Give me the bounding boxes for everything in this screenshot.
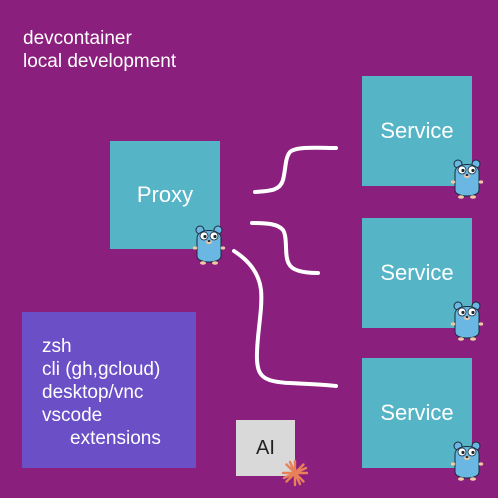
ai-box: AI bbox=[236, 420, 295, 476]
service-box-3: Service bbox=[362, 358, 472, 468]
tools-box: zsh cli (gh,gcloud) desktop/vnc vscode e… bbox=[22, 312, 196, 468]
service-label-2: Service bbox=[380, 260, 454, 285]
spark-icon bbox=[281, 459, 309, 487]
service-label-3: Service bbox=[380, 400, 454, 425]
service-box-2: Service bbox=[362, 218, 472, 328]
proxy-label: Proxy bbox=[136, 182, 194, 207]
service-label-1: Service bbox=[380, 118, 454, 143]
gopher-icon bbox=[450, 301, 484, 341]
gopher-icon bbox=[450, 441, 484, 481]
connector-proxy-service-1 bbox=[253, 145, 338, 194]
diagram-title: devcontainer local development bbox=[23, 27, 176, 73]
gopher-icon bbox=[450, 159, 484, 199]
tool-item-desktop: desktop/vnc bbox=[42, 382, 144, 403]
ai-label: AI bbox=[256, 436, 275, 459]
service-box-1: Service bbox=[362, 76, 472, 186]
title-line-1: devcontainer bbox=[23, 28, 132, 49]
connector-proxy-service-3 bbox=[232, 249, 338, 388]
gopher-icon bbox=[192, 225, 226, 265]
connector-proxy-service-2 bbox=[250, 221, 320, 275]
tool-item-extensions: extensions bbox=[70, 428, 161, 449]
tool-item-cli: cli (gh,gcloud) bbox=[42, 359, 161, 380]
title-line-2: local development bbox=[23, 51, 177, 72]
tool-item-zsh: zsh bbox=[42, 336, 72, 357]
tool-item-vscode: vscode bbox=[42, 405, 103, 426]
